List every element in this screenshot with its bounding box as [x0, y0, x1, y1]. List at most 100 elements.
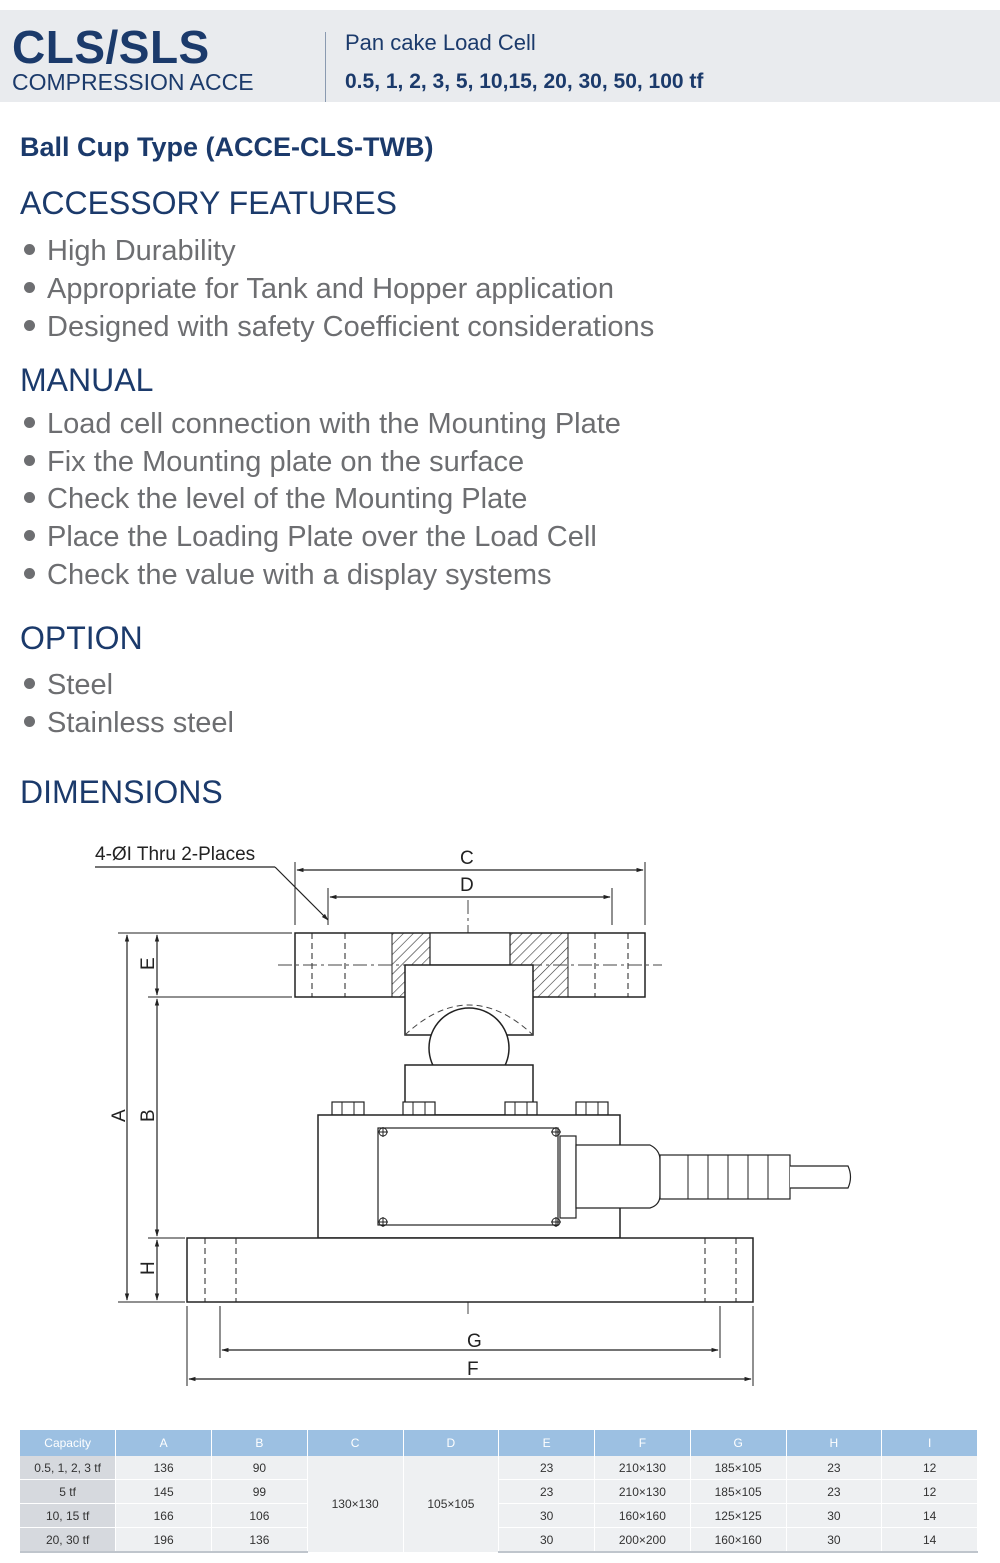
label-d: D [460, 875, 474, 896]
cell-h: 30 [786, 1527, 883, 1553]
cell-a: 136 [115, 1456, 212, 1480]
cell-b: 90 [211, 1456, 308, 1480]
column-header: H [786, 1430, 883, 1456]
label-e: E [138, 957, 159, 970]
cell-i: 12 [881, 1479, 978, 1504]
feature-item: High Durability [24, 237, 236, 266]
cell-g: 160×160 [690, 1527, 787, 1553]
cell-d-shared: 105×105 [403, 1456, 500, 1553]
column-header: E [498, 1430, 595, 1456]
cell-b: 99 [211, 1479, 308, 1504]
features-heading: ACCESSORY FEATURES [20, 185, 397, 221]
cell-c-shared: 130×130 [307, 1456, 404, 1553]
table-row: 5 tf 145 99 23 210×130 185×105 23 12 [20, 1479, 978, 1504]
bullet-icon [24, 715, 35, 727]
table-row: 10, 15 tf 166 106 30 160×160 125×125 30 … [20, 1503, 978, 1528]
feature-item: Appropriate for Tank and Hopper applicat… [24, 275, 614, 304]
cover-plate [377, 1127, 559, 1226]
hole-note: 4-ØI Thru 2-Places [95, 844, 255, 865]
leader-arrow [274, 866, 329, 921]
bullet-icon [24, 416, 35, 428]
dimension-table: Capacity A B C D E F G H I 0.5, 1, 2, 3 … [20, 1430, 978, 1553]
header-divider [325, 32, 326, 102]
label-g: G [467, 1331, 482, 1352]
option-heading: OPTION [20, 620, 143, 656]
bullet-icon [24, 491, 35, 503]
cell-h: 23 [786, 1479, 883, 1504]
cell-capacity: 10, 15 tf [20, 1503, 117, 1528]
bullet-icon [24, 319, 35, 331]
cell-i: 14 [881, 1527, 978, 1553]
manual-item: Place the Loading Plate over the Load Ce… [24, 523, 597, 552]
column-header: A [115, 1430, 212, 1456]
label-a: A [109, 1109, 130, 1122]
cell-i: 12 [881, 1456, 978, 1480]
mounting-plate [186, 1237, 754, 1303]
option-item: Stainless steel [24, 709, 234, 738]
table-header-row: Capacity A B C D E F G H I [20, 1430, 978, 1456]
cell-f: 210×130 [594, 1479, 691, 1504]
label-b: B [138, 1109, 159, 1122]
header-band: CLS/SLS COMPRESSION ACCE Pan cake Load C… [0, 10, 1000, 102]
table-row: 20, 30 tf 196 136 30 200×200 160×160 30 … [20, 1527, 978, 1553]
cell-b: 136 [211, 1527, 308, 1553]
cell-capacity: 20, 30 tf [20, 1527, 117, 1553]
label-h: H [138, 1261, 159, 1275]
table-row: 0.5, 1, 2, 3 tf 136 90 130×130 105×105 2… [20, 1456, 978, 1553]
cable [790, 1165, 852, 1189]
column-header: Capacity [20, 1430, 117, 1456]
dimensions-heading: DIMENSIONS [20, 774, 223, 810]
top-insert [429, 932, 511, 966]
manual-item: Fix the Mounting plate on the surface [24, 448, 524, 477]
manual-item: Load cell connection with the Mounting P… [24, 410, 621, 439]
cell-capacity: 0.5, 1, 2, 3 tf [20, 1456, 117, 1480]
column-header: D [403, 1430, 500, 1456]
label-f: F [467, 1359, 479, 1380]
bullet-icon [24, 567, 35, 579]
column-header: C [307, 1430, 404, 1456]
cell-f: 200×200 [594, 1527, 691, 1553]
cell-a: 145 [115, 1479, 212, 1504]
cell-g: 185×105 [690, 1456, 787, 1480]
dimension-drawing: 4-ØI Thru 2-Places C D [95, 844, 852, 1386]
bullet-icon [24, 529, 35, 541]
product-name: Pan cake Load Cell [345, 30, 536, 55]
cell-f: 210×130 [594, 1456, 691, 1480]
capacity-list: 0.5, 1, 2, 3, 5, 10,15, 20, 30, 50, 100 … [345, 70, 704, 93]
type-title: Ball Cup Type (ACCE-CLS-TWB) [20, 132, 434, 162]
cell-e: 23 [498, 1479, 595, 1504]
cell-h: 23 [786, 1456, 883, 1480]
column-header: I [881, 1430, 978, 1456]
cell-h: 30 [786, 1503, 883, 1528]
cell-f: 160×160 [594, 1503, 691, 1528]
cell-e: 30 [498, 1503, 595, 1528]
column-header: G [690, 1430, 787, 1456]
cell-g: 185×105 [690, 1479, 787, 1504]
bullet-icon [24, 677, 35, 689]
cell-g: 125×125 [690, 1503, 787, 1528]
bullet-icon [24, 454, 35, 466]
cell-e: 30 [498, 1527, 595, 1553]
cell-capacity: 5 tf [20, 1479, 117, 1504]
label-c: C [460, 848, 474, 869]
manual-heading: MANUAL [20, 362, 154, 398]
cable-gland [559, 1135, 791, 1219]
bolt-heads [331, 1101, 609, 1116]
bullet-icon [24, 281, 35, 293]
option-item: Steel [24, 671, 113, 700]
bullet-icon [24, 243, 35, 255]
column-header: B [211, 1430, 308, 1456]
cell-b: 106 [211, 1503, 308, 1528]
product-series-subtitle: COMPRESSION ACCE [12, 69, 254, 95]
manual-item: Check the level of the Mounting Plate [24, 485, 527, 514]
manual-item: Check the value with a display systems [24, 561, 552, 590]
screw-icons [378, 1127, 561, 1227]
column-header: F [594, 1430, 691, 1456]
cell-a: 166 [115, 1503, 212, 1528]
hidden-cup-arc [404, 1004, 534, 1036]
cell-i: 14 [881, 1503, 978, 1528]
product-series-title: CLS/SLS [12, 21, 210, 73]
cell-a: 196 [115, 1527, 212, 1553]
feature-item: Designed with safety Coefficient conside… [24, 313, 654, 342]
cell-e: 23 [498, 1456, 595, 1480]
